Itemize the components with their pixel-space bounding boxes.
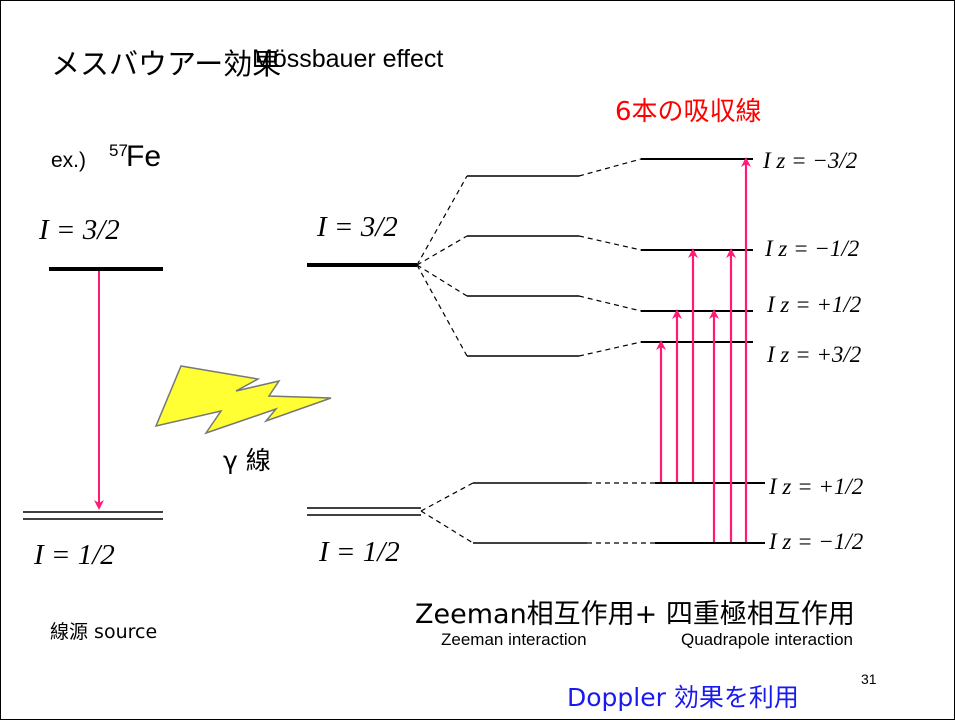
source-excited-spin-label: I = 3/2 [39, 214, 120, 246]
ground-splitting-fan [420, 482, 474, 544]
quadrupole-interaction-label: Quadrapole interaction [681, 630, 854, 649]
source-ground-spin-label: I = 1/2 [34, 539, 115, 571]
zeeman-levels [467, 175, 587, 544]
gamma-ray-lightning [154, 365, 332, 435]
gamma-ray-label: γ 線 [223, 446, 271, 475]
sublevel-label: I z = +3/2 [767, 342, 862, 367]
sublevel-label: I z = +1/2 [767, 292, 862, 317]
slide-title-english: Mössbauer effect [252, 45, 444, 73]
zeeman-interaction-label: Zeeman interaction [441, 630, 587, 649]
sublevel-label: I z = −1/2 [769, 529, 864, 554]
isotope-mass-number: 57 [109, 141, 128, 160]
isotope-element: Fe [126, 140, 162, 173]
slide-title-japanese: メスバウアー効果 [51, 47, 282, 81]
example-prefix: ex.) [51, 149, 87, 172]
sublevel-label: I z = −3/2 [763, 148, 858, 173]
interaction-label-japanese: Zeeman相互作用+ 四重極相互作用 [415, 599, 855, 630]
sublevel-label: I z = −1/2 [765, 236, 860, 261]
six-absorption-lines-note: 6本の吸収線 [615, 97, 762, 127]
doppler-note: Doppler 効果を利用 [567, 683, 799, 712]
source-label: 線源 source [50, 621, 158, 643]
page-number: 31 [861, 671, 877, 687]
sublevel-label: I z = +1/2 [769, 474, 864, 499]
excited-splitting-fan [416, 175, 468, 357]
absorber-excited-spin-label: I = 3/2 [317, 211, 398, 243]
quadrupole-shift-connectors [578, 158, 655, 544]
absorber-ground-spin-label: I = 1/2 [319, 536, 400, 568]
